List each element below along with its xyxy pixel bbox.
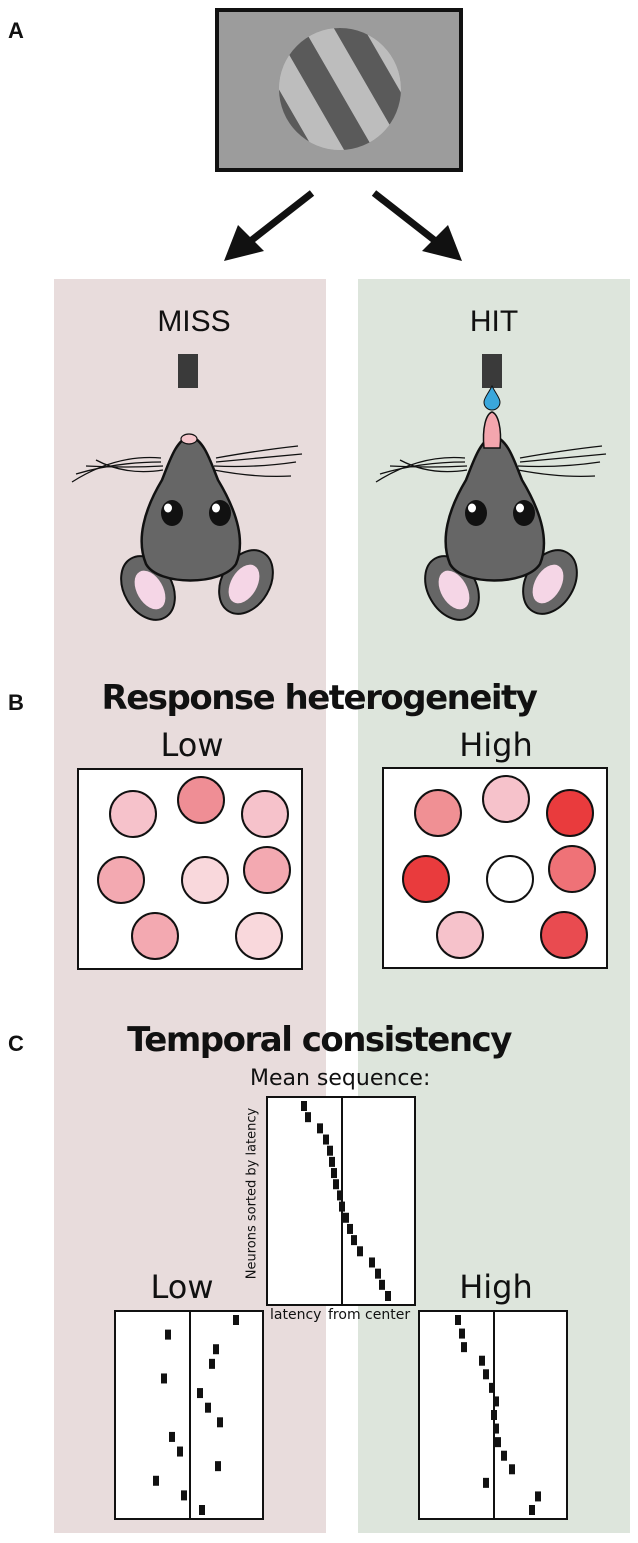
latency-tick (181, 1490, 187, 1501)
high-heterogeneity-box (382, 767, 608, 969)
latency-tick (489, 1382, 495, 1393)
latency-tick (461, 1342, 467, 1353)
mouse-tongue (482, 411, 502, 449)
latency-tick (169, 1431, 175, 1442)
latency-tick (153, 1475, 159, 1486)
neuron-circle (482, 775, 530, 823)
panel-letter-b: B (8, 690, 24, 715)
neuron-circle (540, 911, 588, 959)
neuron-circle (436, 911, 484, 959)
neuron-circle (235, 912, 283, 960)
latency-tick (483, 1369, 489, 1380)
latency-tick (161, 1373, 167, 1384)
latency-tick (177, 1446, 183, 1457)
latency-tick (509, 1464, 515, 1475)
neuron-circle (414, 789, 462, 837)
x-axis-label-latency: latency (270, 1307, 322, 1323)
heterogeneity-low-label: Low (160, 726, 224, 764)
latency-tick (493, 1423, 499, 1434)
right-eye (513, 500, 535, 526)
latency-tick (317, 1123, 323, 1134)
panel-letter-a: A (8, 18, 24, 43)
latency-tick (385, 1291, 391, 1301)
latency-tick (493, 1396, 499, 1407)
neuron-circle (548, 845, 596, 893)
mean-sequence-title: Mean sequence: (250, 1066, 431, 1091)
latency-tick (479, 1355, 485, 1366)
latency-tick (215, 1461, 221, 1472)
latency-tick (165, 1329, 171, 1340)
panel-letter-c: C (8, 1031, 24, 1056)
mean-sequence-box (266, 1096, 416, 1306)
latency-tick (483, 1477, 489, 1488)
latency-tick (351, 1235, 357, 1246)
neuron-circle (109, 790, 157, 838)
latency-tick (205, 1402, 211, 1413)
latency-tick (339, 1201, 345, 1212)
latency-tick (323, 1134, 329, 1145)
latency-tick (491, 1410, 497, 1420)
latency-tick (337, 1190, 343, 1201)
latency-tick (347, 1223, 353, 1234)
latency-tick (333, 1179, 339, 1190)
water-spout (482, 354, 502, 388)
consistency-low-label: Low (150, 1268, 214, 1306)
latency-tick (357, 1246, 363, 1257)
latency-tick (209, 1358, 215, 1369)
heterogeneity-high-label: High (459, 726, 533, 764)
latency-tick (495, 1437, 501, 1448)
left-eye (161, 500, 183, 526)
latency-tick (343, 1212, 349, 1223)
consistency-title: Temporal consistency (127, 1020, 512, 1060)
neuron-circle (243, 846, 291, 894)
water-drop (483, 384, 501, 411)
latency-tick (233, 1315, 239, 1325)
latency-tick (369, 1257, 375, 1268)
latency-tick (197, 1388, 203, 1399)
latency-tick (327, 1145, 333, 1156)
y-axis-label: Neurons sorted by latency (244, 1107, 260, 1280)
miss-label: MISS (157, 305, 231, 338)
latency-tick (535, 1491, 541, 1502)
neuron-circle (177, 776, 225, 824)
latency-tick (305, 1112, 311, 1123)
left-eye (465, 500, 487, 526)
high-consistency-box (418, 1310, 568, 1520)
low-heterogeneity-box (77, 768, 303, 970)
low-consistency-box (114, 1310, 264, 1520)
latency-tick (501, 1450, 507, 1461)
neuron-circle (402, 855, 450, 903)
x-axis-label-from-center: from center (328, 1307, 411, 1323)
arrow-to-miss (224, 190, 315, 261)
mouse-head (140, 434, 242, 582)
latency-tick (379, 1279, 385, 1290)
latency-tick (529, 1505, 535, 1515)
right-eye (209, 500, 231, 526)
latency-tick (213, 1344, 219, 1355)
mouse-nose (180, 433, 198, 445)
hit-mouse (375, 354, 607, 621)
miss-mouse (71, 354, 303, 621)
latency-tick (455, 1315, 461, 1325)
hit-label: HIT (469, 305, 519, 338)
mouse-head (444, 434, 546, 582)
latency-tick (199, 1505, 205, 1515)
neuron-circle (131, 912, 179, 960)
latency-tick (329, 1156, 335, 1167)
heterogeneity-title: Response heterogeneity (101, 678, 538, 718)
water-spout (178, 354, 198, 388)
consistency-high-label: High (459, 1268, 533, 1306)
neuron-circle (486, 855, 534, 903)
latency-tick (331, 1168, 337, 1179)
neuron-circle (97, 856, 145, 904)
arrow-to-hit (371, 190, 462, 261)
neuron-circle (241, 790, 289, 838)
neuron-circle (181, 856, 229, 904)
latency-tick (459, 1328, 465, 1339)
neuron-circle (546, 789, 594, 837)
latency-tick (301, 1101, 307, 1111)
stimulus-screen (215, 8, 463, 172)
latency-tick (217, 1417, 223, 1428)
latency-tick (375, 1268, 381, 1279)
